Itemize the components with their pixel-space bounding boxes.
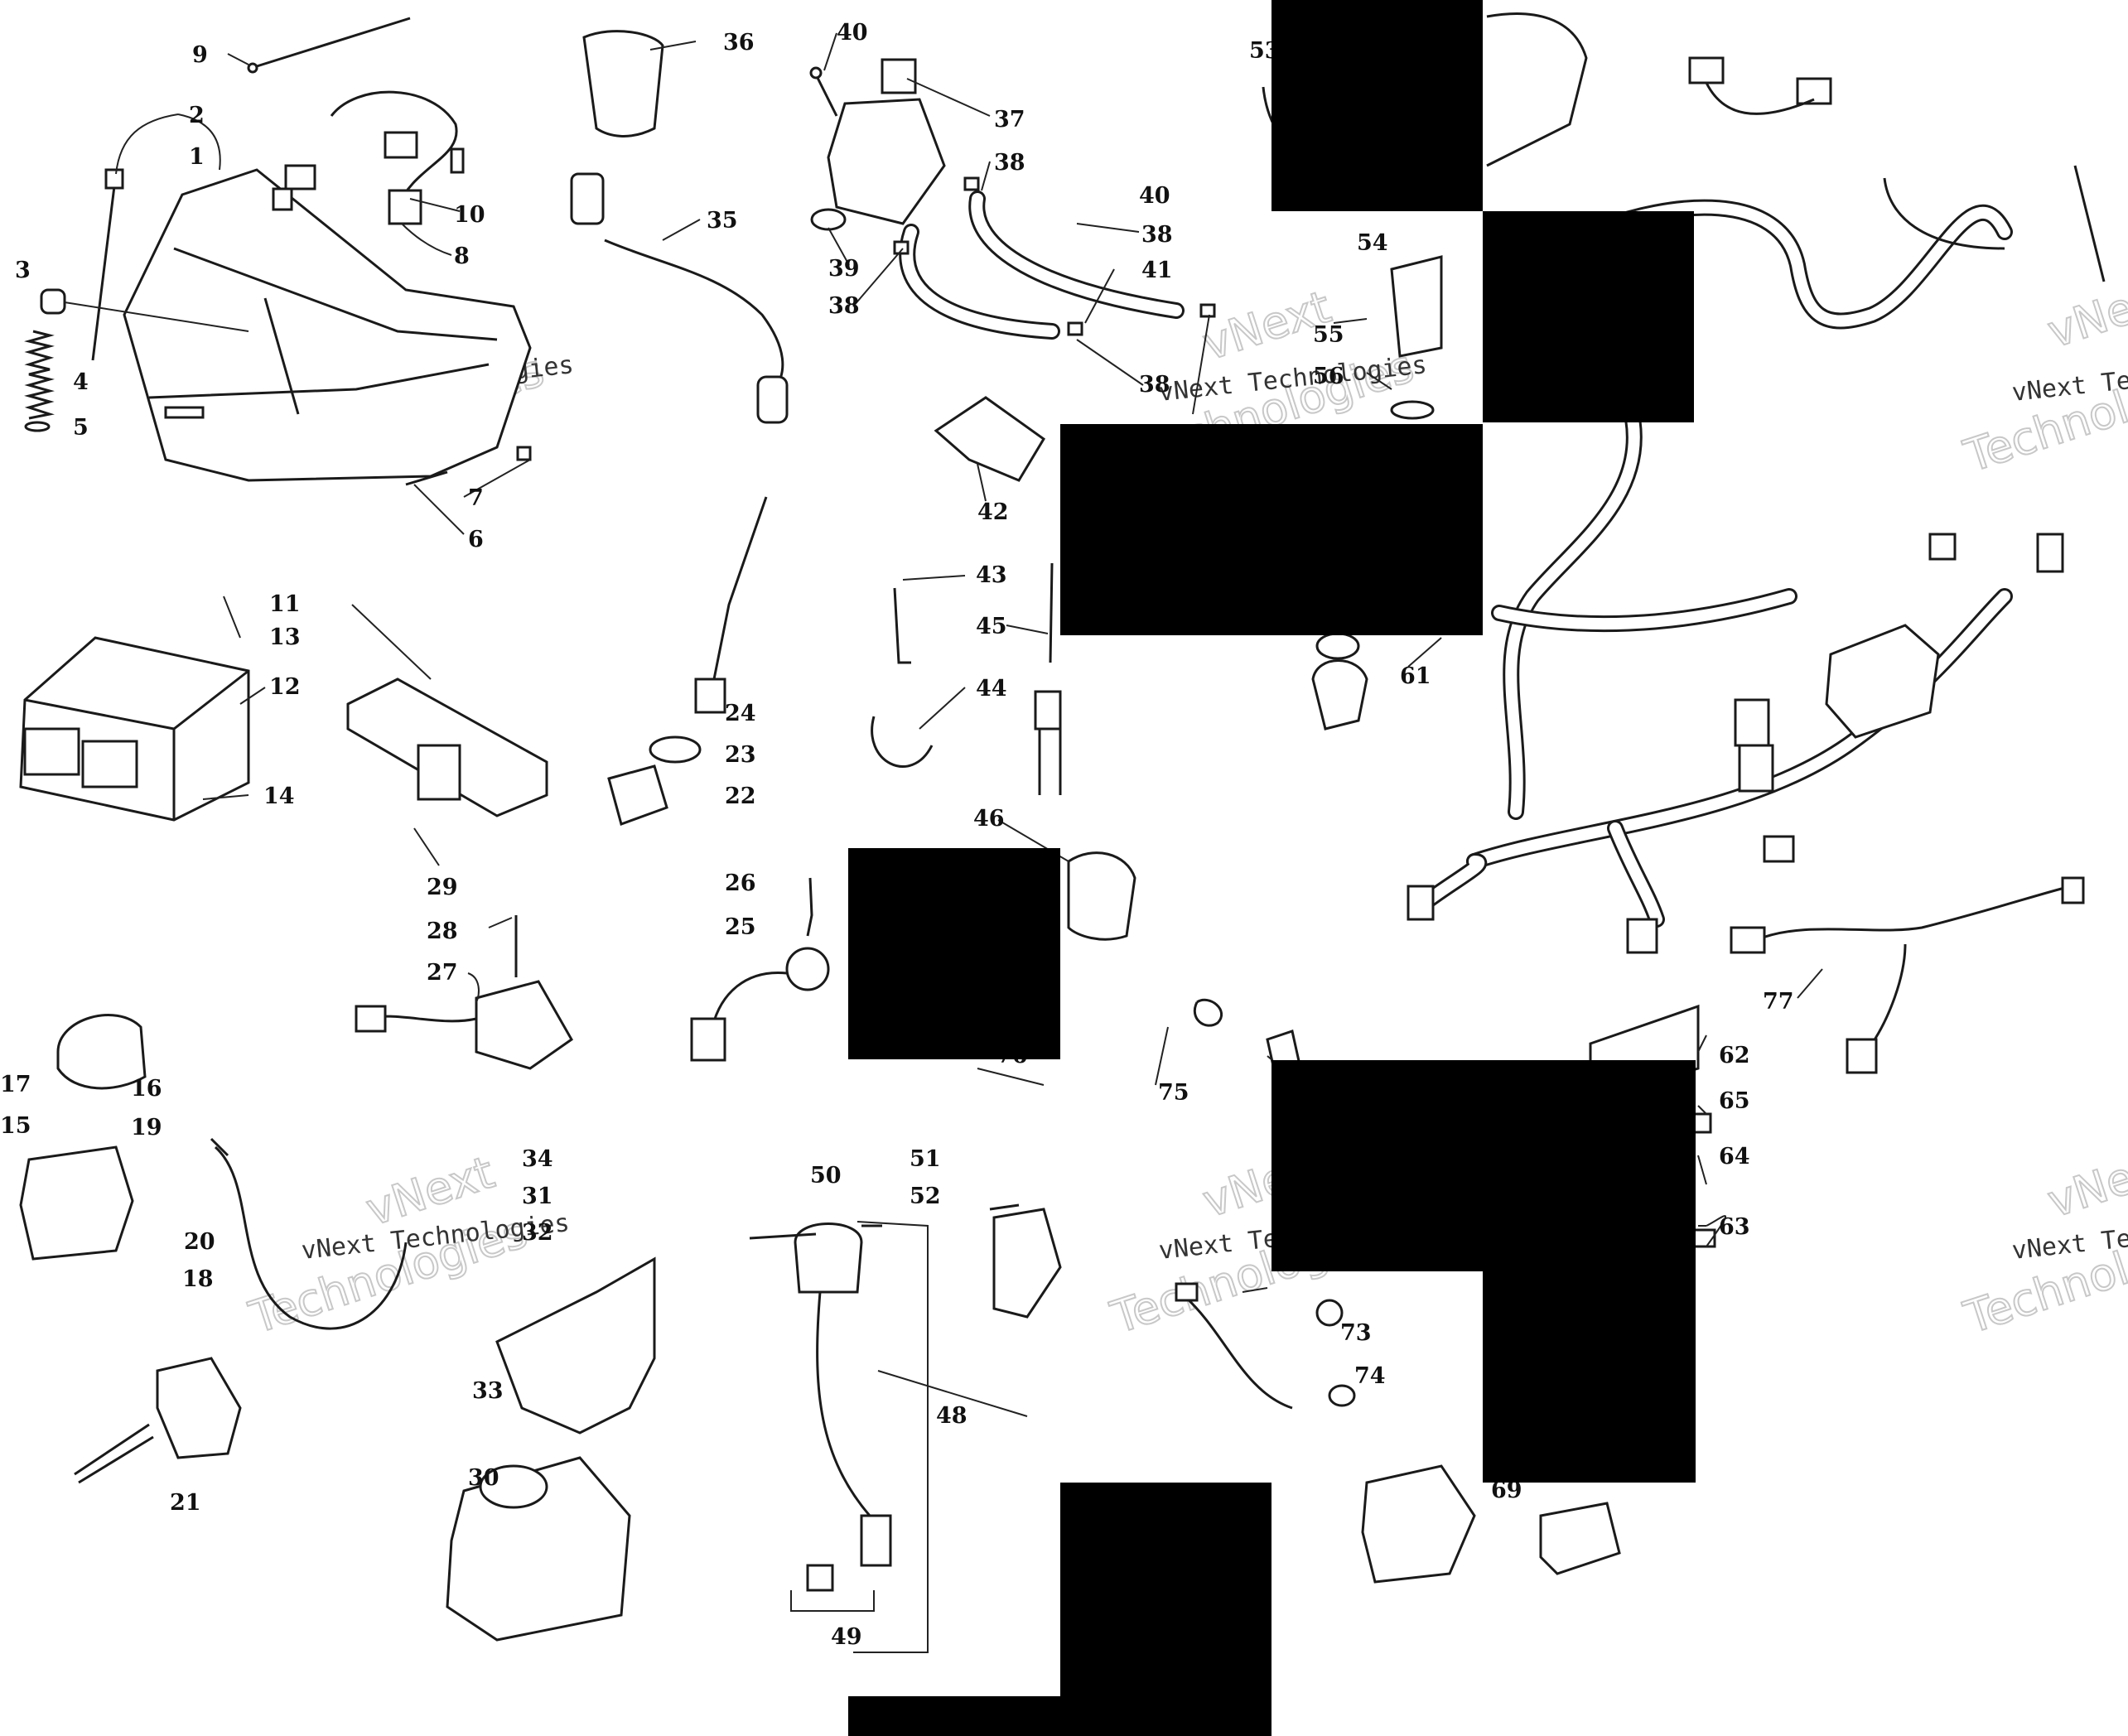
callout-number: 44 [976, 676, 1007, 702]
callout-number: 40 [1139, 183, 1170, 209]
callout-number: 26 [725, 870, 756, 896]
callout-number: 14 [263, 784, 295, 809]
callout-number: 63 [1719, 1214, 1750, 1240]
callout-number: 21 [170, 1490, 201, 1516]
callout-number: 37 [994, 107, 1025, 133]
callout-number: 50 [810, 1163, 842, 1189]
callout-number: 32 [522, 1220, 553, 1246]
callout-number: 74 [1354, 1363, 1386, 1389]
callout-number: 40 [837, 20, 868, 46]
callout-number: 42 [977, 499, 1009, 525]
callout-number: 22 [725, 784, 756, 809]
callout-number: 48 [936, 1403, 967, 1429]
callout-number: 8 [454, 244, 470, 269]
callout-number: 38 [994, 150, 1025, 176]
part-drawings [19, 12, 2106, 1642]
callout-number: 15 [0, 1113, 31, 1139]
callout-labels: 1 2 3 4 5 6 7 8 9 10 11 12 13 14 15 16 1… [0, 20, 1794, 1650]
callout-number: 3 [15, 258, 31, 283]
callout-number: 1 [189, 144, 205, 170]
callout-number: 64 [1719, 1144, 1750, 1169]
redaction-block [1271, 0, 1483, 211]
callout-number: 31 [522, 1184, 553, 1209]
main-wiring-harness [1407, 56, 2106, 954]
callout-number: 29 [427, 875, 458, 900]
callout-number: 4 [73, 369, 89, 395]
callout-number: 77 [1763, 989, 1794, 1015]
callout-number: 20 [184, 1229, 215, 1255]
callout-number: 52 [910, 1184, 941, 1209]
callout-number: 13 [269, 624, 301, 650]
callout-number: 16 [131, 1076, 162, 1102]
headlight-housing [123, 168, 532, 482]
callout-number: 73 [1340, 1320, 1372, 1346]
callout-number: 62 [1719, 1043, 1750, 1068]
callout-number: 38 [1141, 222, 1173, 248]
callout-number: 36 [723, 30, 755, 55]
redaction-block [1060, 1483, 1271, 1736]
redaction-block [848, 848, 1060, 1059]
callout-number: 49 [831, 1624, 862, 1650]
callout-number: 51 [910, 1146, 941, 1172]
watermark-outline: Technologies [1958, 1205, 2128, 1343]
redaction-block [1271, 1060, 1696, 1271]
bracket-48 [853, 1221, 929, 1653]
redaction-block [1060, 424, 1483, 635]
callout-number: 38 [828, 293, 860, 319]
callout-number: 12 [269, 674, 301, 700]
callout-number: 30 [468, 1465, 499, 1491]
redaction-blocks [848, 0, 1696, 1736]
watermark-outline: Technologies [1958, 344, 2128, 482]
callout-number: 28 [427, 919, 458, 944]
redaction-block [848, 1696, 1060, 1736]
callout-number: 33 [472, 1378, 504, 1404]
callout-number: 2 [189, 103, 205, 128]
callout-number: 18 [182, 1266, 214, 1292]
callout-number: 54 [1357, 230, 1388, 256]
redaction-block [1483, 1271, 1696, 1483]
callout-number: 55 [1313, 322, 1344, 348]
callout-number: 24 [725, 701, 756, 726]
ecu-module [19, 636, 250, 822]
callout-number: 65 [1719, 1088, 1750, 1114]
callout-number: 35 [707, 208, 738, 234]
callout-number: 5 [73, 415, 89, 441]
callout-number: 45 [976, 614, 1007, 639]
redaction-block [1483, 211, 1694, 422]
bracket-49 [790, 1590, 875, 1612]
callout-number: 56 [1313, 364, 1344, 389]
callout-number: 25 [725, 914, 756, 940]
callout-number: 38 [1139, 372, 1170, 398]
callout-number: 75 [1158, 1080, 1189, 1106]
callout-number: 43 [976, 562, 1007, 588]
callout-number: 61 [1400, 663, 1431, 689]
callout-number: 46 [973, 806, 1005, 832]
callout-number: 39 [828, 256, 860, 282]
watermark-outline: vNext [2042, 1138, 2128, 1228]
leader-lines [115, 32, 1823, 1417]
callout-number: 17 [0, 1072, 31, 1097]
callout-number: 41 [1141, 258, 1173, 283]
callout-number: 19 [131, 1115, 162, 1140]
callout-number: 11 [269, 591, 301, 617]
callout-number: 9 [192, 42, 208, 68]
callout-number: 34 [522, 1146, 553, 1172]
callout-number: 27 [427, 960, 458, 986]
callout-number: 23 [725, 742, 756, 768]
callout-number: 7 [468, 485, 484, 511]
callout-number: 6 [468, 527, 484, 552]
callout-number: 10 [454, 202, 485, 228]
watermark-outline: vNext [2042, 268, 2128, 359]
